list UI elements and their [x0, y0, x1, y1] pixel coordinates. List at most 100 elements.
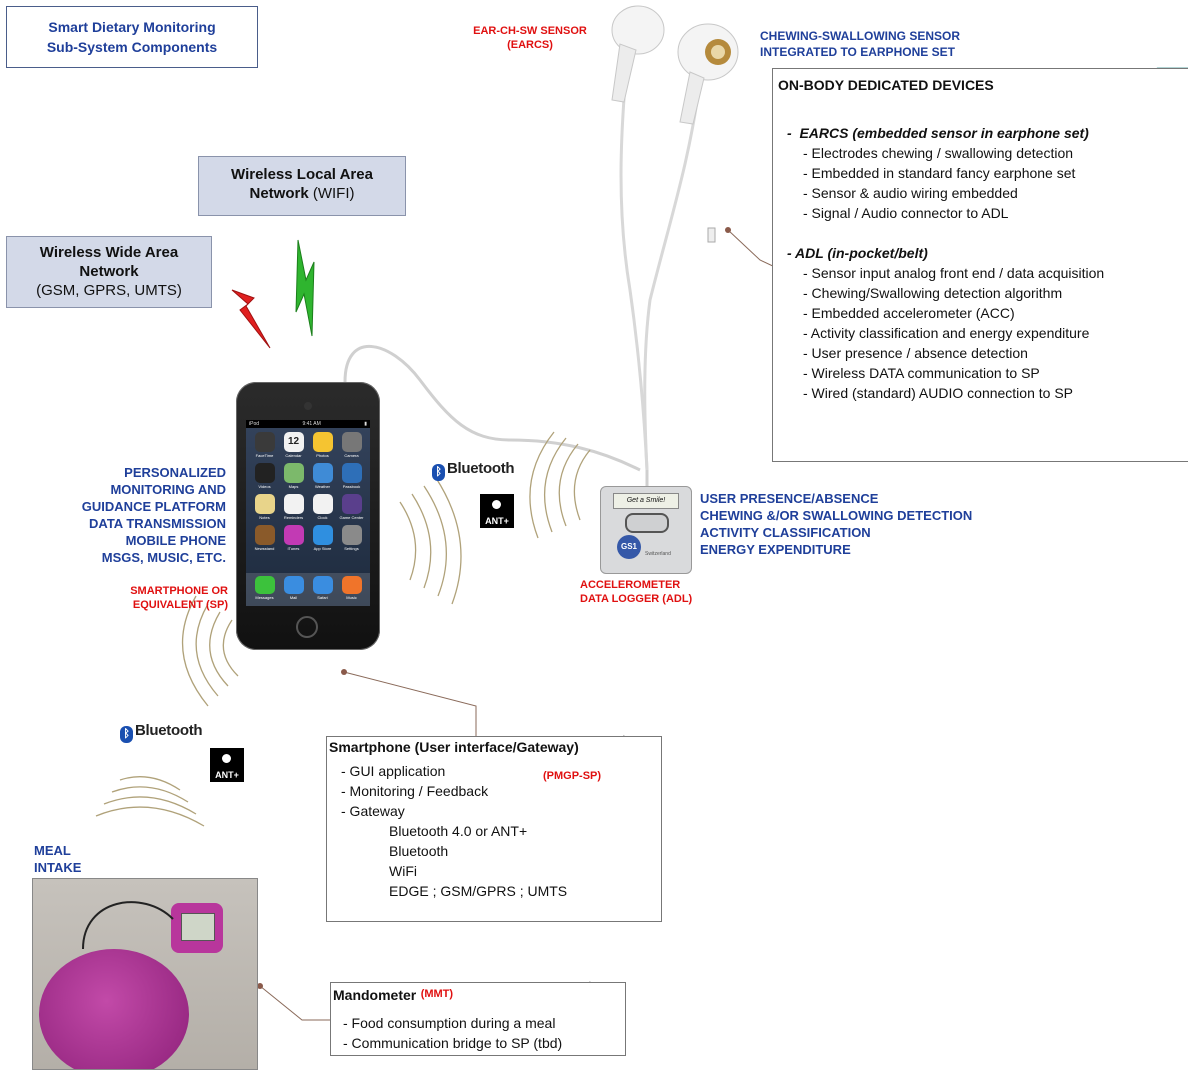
audio-cable	[343, 344, 641, 472]
smartphone-blue-line: GUIDANCE PLATFORM	[81, 499, 226, 514]
dock-icon[interactable]: Safari	[308, 576, 337, 606]
app-icon[interactable]: Maps	[279, 463, 308, 489]
gateway-item: Bluetooth	[389, 843, 449, 859]
mandometer-note: Mandometer (MMT) - Food consumption duri…	[330, 982, 626, 1056]
app-label: Passbook	[342, 484, 361, 489]
mandometer-item: - Communication bridge to SP (tbd)	[343, 1035, 563, 1051]
adl-item: - Wired (standard) AUDIO connection to S…	[803, 385, 1073, 401]
earcs-blue-label: CHEWING-SWALLOWING SENSOR INTEGRATED TO …	[760, 28, 960, 60]
radio-waves-mandometer	[95, 776, 205, 827]
adl-device: Get a Smile! GS1 Switzerland	[600, 486, 692, 574]
app-label: App Store	[313, 546, 332, 551]
ant-plus-logo-upper: ANT+	[480, 494, 514, 528]
radio-waves-phone-bottom	[181, 595, 239, 707]
adl-item: - Sensor input analog front end / data a…	[803, 265, 1105, 281]
app-icon-graphic	[283, 494, 304, 514]
earphone-cable-left	[619, 47, 649, 471]
gateway-item: EDGE ; GSM/GPRS ; UMTS	[389, 883, 568, 899]
app-icon[interactable]: App Store	[308, 525, 337, 551]
bluetooth-icon: ᛒ	[432, 464, 445, 481]
radio-waves-adl	[529, 431, 591, 539]
app-icon-graphic	[341, 494, 362, 514]
earcs-blue-line-2: INTEGRATED TO EARPHONE SET	[760, 45, 955, 59]
title-line-2: Sub-System Components	[46, 39, 218, 55]
mandometer-note-title: Mandometer	[333, 987, 417, 1003]
app-icon-graphic	[312, 463, 333, 483]
smartphone-note-item: - Monitoring / Feedback	[341, 783, 489, 799]
earcs-section-head: - EARCS (embedded sensor in earphone set…	[787, 125, 1089, 141]
app-icon[interactable]: Videos	[250, 463, 279, 489]
dock-icon-graphic	[283, 576, 304, 594]
adl-button	[625, 513, 669, 533]
dock-icon-graphic	[254, 576, 275, 594]
adl-item: - Wireless DATA communication to SP	[803, 365, 1040, 381]
mandometer-item: - Food consumption during a meal	[343, 1015, 556, 1031]
app-icon-graphic	[254, 432, 275, 452]
adl-blue-line: ENERGY EXPENDITURE	[700, 542, 851, 557]
app-label: Reminders	[283, 515, 304, 520]
adl-screen: Get a Smile!	[613, 493, 679, 509]
earbud-right	[677, 23, 739, 125]
dock-icon-graphic	[312, 576, 333, 594]
app-icon[interactable]: Weather	[308, 463, 337, 489]
dock-icon[interactable]: Messages	[250, 576, 279, 606]
app-label: FaceTime	[255, 453, 274, 458]
app-icon-graphic	[312, 432, 333, 452]
adl-blue-line: USER PRESENCE/ABSENCE	[700, 491, 879, 506]
earcs-item: - Embedded in standard fancy earphone se…	[803, 165, 1076, 181]
connector-dot-mandometer	[257, 983, 263, 989]
earcs-item: - Sensor & audio wiring embedded	[803, 185, 1018, 201]
dock-icon[interactable]: Mail	[279, 576, 308, 606]
adl-logo: GS1	[617, 535, 641, 559]
app-icon[interactable]: Clock	[308, 494, 337, 520]
earcs-head-text: EARCS (embedded sensor in earphone set)	[799, 125, 1089, 141]
adl-item: - Chewing/Swallowing detection algorithm	[803, 285, 1063, 301]
app-icon-graphic: 12	[283, 432, 304, 452]
app-icon[interactable]: Notes	[250, 494, 279, 520]
wwan-bolt	[231, 289, 271, 349]
dock-icon[interactable]: Music	[337, 576, 366, 606]
earphone-cable-right	[643, 79, 702, 471]
smartphone-note-items: - GUI application - Monitoring / Feedback…	[341, 761, 661, 821]
title-line-1: Smart Dietary Monitoring	[48, 19, 216, 35]
ant-label-lower: ANT+	[215, 770, 239, 780]
ant-label-upper: ANT+	[485, 516, 509, 526]
app-icon[interactable]: FaceTime	[250, 432, 279, 458]
dock-label: Safari	[317, 595, 328, 600]
app-label: Weather	[314, 484, 331, 489]
home-button[interactable]	[296, 616, 318, 638]
app-icon[interactable]: Camera	[337, 432, 366, 458]
wwan-subtitle: (GSM, GPRS, UMTS)	[36, 282, 182, 299]
app-icon[interactable]: Reminders	[279, 494, 308, 520]
smartphone-note-item: - GUI application	[341, 763, 446, 779]
mandometer-note-items: - Food consumption during a meal - Commun…	[331, 1005, 625, 1053]
gateway-item: WiFi	[389, 863, 417, 879]
earcs-red-line-1: EAR-CH-SW SENSOR	[473, 25, 587, 37]
earcs-item-list: - Electrodes chewing / swallowing detect…	[787, 143, 1188, 223]
app-icon-graphic	[341, 432, 362, 452]
adl-red-line: DATA LOGGER (ADL)	[580, 593, 693, 605]
app-icon[interactable]: Game Center	[337, 494, 366, 520]
adl-item: - Activity classification and energy exp…	[803, 325, 1090, 341]
app-icon-graphic	[283, 525, 304, 545]
app-icon[interactable]: Photos	[308, 432, 337, 458]
app-label: Settings	[344, 546, 359, 551]
app-icon[interactable]: Settings	[337, 525, 366, 551]
app-icon[interactable]: Newsstand	[250, 525, 279, 551]
adl-item-list: - Sensor input analog front end / data a…	[787, 263, 1188, 403]
adl-blue-line: ACTIVITY CLASSIFICATION	[700, 525, 871, 540]
app-icon[interactable]: Passbook	[337, 463, 366, 489]
smartphone-note-tag: (PMGP-SP)	[543, 770, 602, 782]
mandometer-cable	[82, 901, 174, 950]
app-icon[interactable]: iTunes	[279, 525, 308, 551]
